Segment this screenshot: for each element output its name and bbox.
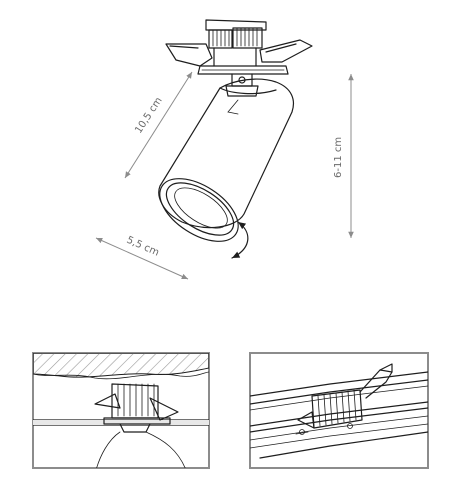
ceiling-plate [197, 65, 289, 75]
dimension-length: 10,5 cm [124, 71, 193, 179]
diameter-label: 5,5 cm [125, 235, 161, 259]
mounting-springs [165, 19, 313, 67]
detail-ceiling-install [32, 352, 210, 469]
swivel-joint [225, 73, 259, 97]
length-label: 10,5 cm [133, 96, 164, 136]
detail-rail-clip [249, 352, 429, 469]
rotation-arrow [231, 221, 249, 259]
main-fixture-drawing: 10,5 cm 5,5 cm 6-11 cm [95, 19, 354, 280]
height-label: 6-11 cm [333, 137, 344, 178]
dimension-height: 6-11 cm [333, 74, 354, 238]
dimension-diameter: 5,5 cm [95, 235, 189, 280]
spotlight-body [158, 78, 295, 229]
